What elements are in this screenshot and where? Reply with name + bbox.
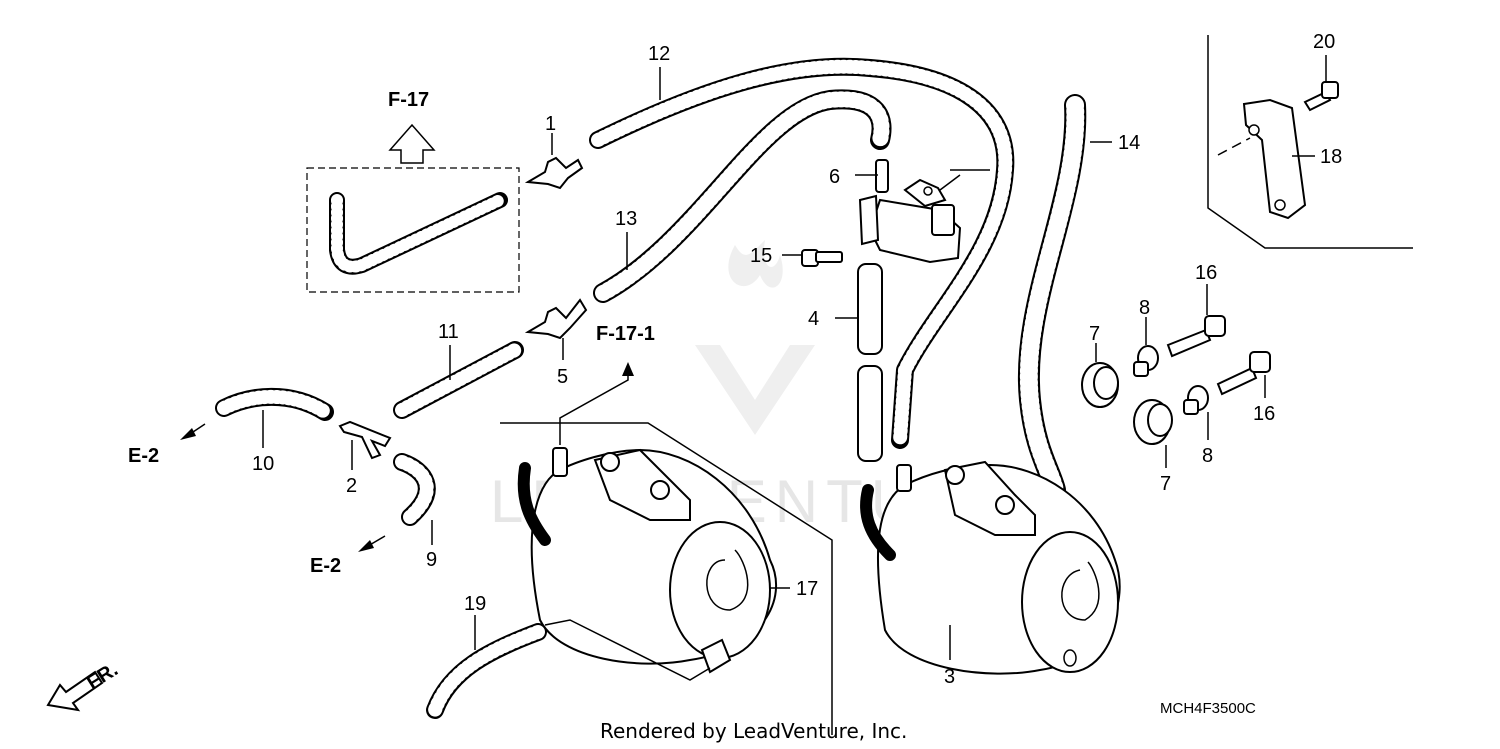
ref-f17-1: F-17-1: [596, 323, 655, 345]
callouts: 1 2 3 4 5 6 7 7 8 8 9 10 11 12 13 14 15 …: [252, 31, 1342, 688]
hose-10: [215, 387, 334, 421]
callout-12: 12: [648, 43, 670, 65]
t-joint-2: [338, 420, 392, 460]
f17-inset: F-17: [306, 89, 520, 293]
hose-9: [393, 453, 436, 526]
ref-f17: F-17: [388, 89, 429, 111]
callout-8b: 8: [1202, 445, 1213, 467]
ref-e2-lower: E-2: [310, 555, 341, 577]
ref-e2-upper: E-2: [128, 445, 159, 467]
callout-14: 14: [1118, 132, 1140, 154]
callout-11: 11: [438, 321, 459, 343]
credit-line: Rendered by LeadVenture, Inc.: [600, 719, 907, 743]
callout-8a: 8: [1139, 297, 1150, 319]
hose-12: [589, 57, 1015, 449]
callout-13: 13: [615, 208, 637, 230]
callout-16a: 16: [1195, 262, 1217, 284]
callout-4: 4: [808, 308, 819, 330]
hose-13: [593, 89, 892, 303]
collar-8a: [1133, 345, 1159, 377]
callout-19: 19: [464, 593, 486, 615]
solenoid-valve-6: [858, 159, 962, 264]
bracket-detail: [1207, 35, 1413, 249]
bolt-16a: [1166, 315, 1226, 358]
watermark-v-icon: [695, 345, 815, 435]
callout-16b: 16: [1253, 403, 1275, 425]
inset-dashed-frame: [306, 167, 520, 293]
joint-5: [524, 298, 588, 340]
collar-8b: [1183, 385, 1209, 415]
diagram-code: MCH4F3500C: [1160, 700, 1256, 717]
grommet-7a: [1081, 362, 1119, 408]
joint-1: [524, 156, 584, 190]
callout-15: 15: [750, 245, 772, 267]
callout-17: 17: [796, 578, 818, 600]
bolt-16b: [1216, 351, 1271, 396]
canister-3: [860, 460, 1121, 675]
bolt-15: [801, 249, 843, 267]
front-arrow: FR.: [46, 659, 122, 712]
up-arrow-icon: [388, 123, 436, 164]
front-arrow-icon: [46, 670, 104, 712]
callout-10: 10: [252, 453, 274, 475]
hose-14: [1017, 94, 1087, 501]
callout-1: 1: [545, 113, 556, 135]
canister-17: [517, 447, 778, 674]
leader-lines: [180, 55, 1327, 735]
callout-18: 18: [1320, 146, 1342, 168]
grommet-7b: [1133, 399, 1173, 445]
callout-7a: 7: [1089, 323, 1100, 345]
callout-5: 5: [557, 366, 568, 388]
callout-7b: 7: [1160, 473, 1171, 495]
callout-9: 9: [426, 549, 437, 571]
callout-2: 2: [346, 475, 357, 497]
callout-6: 6: [829, 166, 840, 188]
callout-20: 20: [1313, 31, 1335, 53]
hose-11: [393, 341, 524, 419]
hose-4: [857, 263, 883, 462]
hose-19: [426, 623, 547, 719]
callout-3: 3: [944, 666, 955, 688]
watermark-flame-icon: [728, 240, 783, 288]
